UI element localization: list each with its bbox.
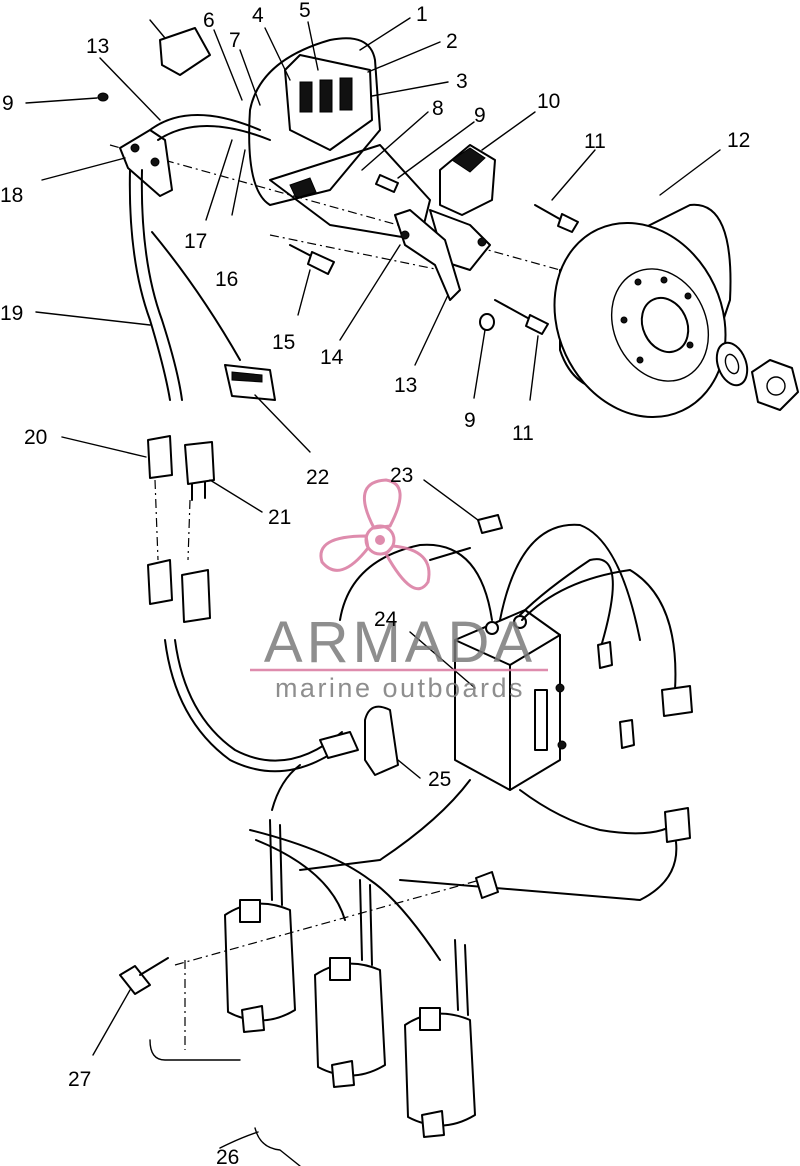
screw-11-upper — [534, 204, 579, 233]
callout-11-upper: 11 — [584, 130, 606, 153]
callout-1: 1 — [416, 3, 428, 26]
callout-23: 23 — [390, 464, 413, 487]
callout-26: 26 — [216, 1146, 239, 1166]
callout-13-bottom: 13 — [394, 374, 417, 397]
screw-8 — [375, 174, 399, 193]
callout-5: 5 — [299, 0, 311, 22]
callout-18: 18 — [0, 184, 23, 207]
ignition-coil-1 — [224, 819, 296, 1033]
callout-9-top-right: 9 — [474, 104, 486, 127]
callout-25: 25 — [428, 768, 451, 791]
washer-9-right — [479, 313, 495, 331]
spark-plug-cap-top — [149, 19, 211, 76]
screw-9-left — [97, 92, 109, 102]
harness-grommet-plate — [119, 129, 173, 197]
callout-6: 6 — [203, 9, 215, 32]
callout-7: 7 — [229, 29, 241, 52]
stator-plate-assembly — [109, 37, 561, 271]
callout-14: 14 — [320, 346, 344, 369]
connector-22 — [224, 364, 276, 401]
callout-9-left: 9 — [2, 92, 14, 115]
cdi-leads — [299, 523, 681, 871]
callout-19: 19 — [0, 302, 23, 325]
callout-labels: 1 2 3 4 5 6 7 8 9 9 9 10 11 11 12 13 13 … — [0, 0, 750, 1166]
callout-9-bottom: 9 — [464, 409, 476, 432]
lead-terminals — [399, 641, 693, 901]
flywheel — [553, 203, 732, 419]
flywheel-nut — [751, 359, 799, 411]
leader-lines — [25, 17, 721, 1166]
callout-15: 15 — [272, 331, 295, 354]
spark-plug-cap-25 — [271, 705, 399, 811]
watermark-logo: ARMADA marine outboards — [250, 478, 548, 703]
callout-2: 2 — [446, 30, 458, 53]
callout-3: 3 — [456, 70, 468, 93]
washer — [715, 341, 749, 387]
ignition-coil-2 — [314, 879, 386, 1088]
watermark-brand: ARMADA — [264, 610, 536, 675]
connector-21 — [184, 441, 215, 501]
cdi-mount-screw — [429, 514, 503, 561]
screw-15 — [289, 244, 335, 275]
callout-20: 20 — [24, 426, 47, 449]
mating-connectors — [147, 559, 211, 623]
callout-4: 4 — [252, 4, 264, 27]
callout-27: 27 — [68, 1068, 91, 1091]
screw-11-lower — [494, 299, 549, 335]
callout-13-top: 13 — [86, 35, 109, 58]
propeller-icon — [319, 478, 431, 591]
callout-8: 8 — [432, 97, 444, 120]
ignition-coil-3 — [404, 939, 476, 1138]
screw-27 — [119, 957, 169, 995]
wiring-harness — [128, 114, 271, 401]
callout-21: 21 — [268, 506, 291, 529]
callout-24: 24 — [374, 608, 398, 631]
callout-12: 12 — [727, 129, 750, 152]
watermark-tagline: marine outboards — [275, 673, 525, 703]
coil-mount-stud — [475, 871, 499, 899]
callout-17: 17 — [184, 230, 207, 253]
callout-10: 10 — [537, 90, 560, 113]
callout-16: 16 — [215, 268, 238, 291]
stator-bracket — [394, 209, 461, 301]
cdi-unit — [454, 609, 567, 791]
callout-22: 22 — [306, 466, 329, 489]
callout-11-lower: 11 — [512, 422, 534, 445]
connector-20 — [147, 435, 173, 479]
